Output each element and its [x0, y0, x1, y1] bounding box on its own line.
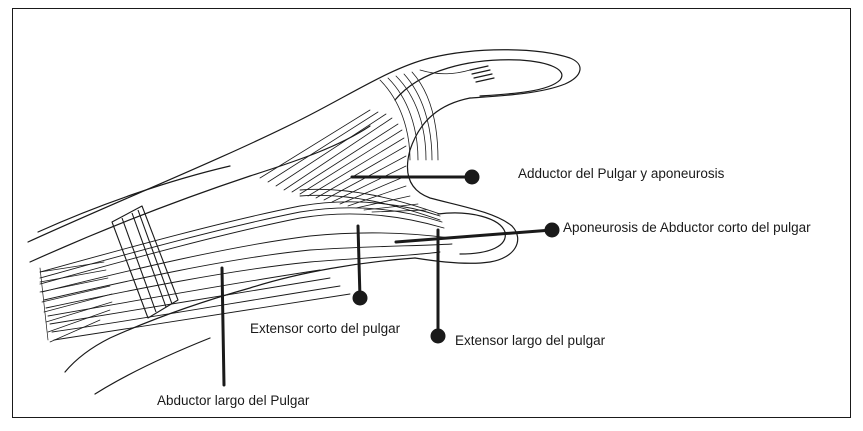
adductor-fiber	[284, 118, 392, 190]
adductor-fiber	[332, 166, 406, 202]
adductor-fiber	[308, 138, 404, 196]
skin-outline-dorsal	[28, 50, 580, 242]
nail-lines	[470, 66, 494, 82]
muscle-fiber	[48, 310, 110, 332]
leader-abductor-largo	[222, 268, 224, 385]
hood-fiber	[420, 70, 470, 74]
muscle-fiber	[42, 286, 110, 302]
skin-outline-palmar	[65, 258, 415, 372]
leader-dot-extensor-largo	[432, 330, 444, 342]
label-extensor-corto: Extensor corto del pulgar	[250, 322, 400, 336]
adductor-fiber	[292, 124, 398, 192]
skin-outline-lower	[95, 338, 210, 394]
adductor-fiber	[316, 146, 406, 198]
muscle-fiber	[44, 294, 112, 312]
hood-fiber	[412, 72, 438, 160]
leader-apo-abductor	[396, 230, 552, 242]
label-aponeurosis-abductor: Aponeurosis de Abductor corto del pulgar	[563, 221, 811, 235]
leader-extensor-corto	[358, 226, 360, 298]
label-adductor-pulgar: Adductor del Pulgar y aponeurosis	[518, 167, 724, 181]
label-abductor-largo: Abductor largo del Pulgar	[157, 394, 309, 408]
tendon-line	[50, 278, 330, 324]
dorsal-contour-3	[38, 166, 230, 232]
leader-dot-apo-abductor	[546, 224, 558, 236]
leader-dot-extensor-corto	[354, 292, 366, 304]
leader-dot-adductor	[466, 171, 478, 183]
thumb-tip	[395, 60, 562, 100]
hood-fiber	[380, 80, 410, 160]
retinaculum-line	[138, 210, 172, 304]
tendon-line	[300, 195, 440, 220]
muscle-fiber	[40, 268, 48, 340]
label-extensor-largo: Extensor largo del pulgar	[455, 334, 605, 348]
dorsal-contour-2	[30, 126, 370, 262]
adductor-fiber	[340, 176, 406, 204]
